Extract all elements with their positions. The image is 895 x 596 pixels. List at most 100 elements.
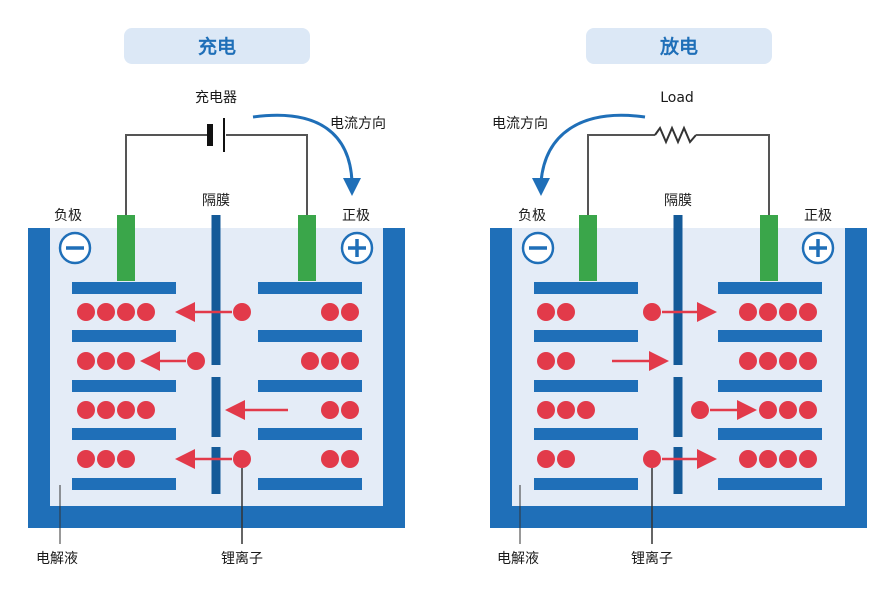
discharge-pos-plates: [718, 282, 822, 490]
plate: [534, 330, 638, 342]
lithium-ion: [117, 352, 135, 370]
discharge-pos-label: 正极: [804, 208, 832, 224]
lithium-ion: [577, 401, 595, 419]
plate: [72, 330, 176, 342]
lithium-ion: [759, 303, 777, 321]
lithium-ion: [321, 303, 339, 321]
lithium-ion: [137, 303, 155, 321]
charge-ion-label: 锂离子: [221, 550, 263, 567]
lithium-ion: [97, 450, 115, 468]
discharge-neg-terminal: [579, 215, 597, 281]
moving-ion: [233, 450, 251, 468]
lithium-ion: [759, 352, 777, 370]
lithium-ion: [557, 401, 575, 419]
lithium-ion: [97, 401, 115, 419]
lithium-ion: [341, 401, 359, 419]
discharge-title: 放电: [659, 35, 698, 58]
lithium-ion: [321, 401, 339, 419]
lithium-ion: [341, 352, 359, 370]
charge-electrolyte-label: 电解液: [36, 551, 78, 567]
discharge-panel: 放电 Load 电流方向 负极 隔膜 正极: [490, 28, 867, 567]
moving-ion: [643, 450, 661, 468]
lithium-ion: [97, 303, 115, 321]
lithium-ion: [117, 303, 135, 321]
lithium-ion: [779, 352, 797, 370]
charge-neg-terminal: [117, 215, 135, 281]
lithium-ion: [117, 450, 135, 468]
plate: [534, 282, 638, 294]
moving-ion: [187, 352, 205, 370]
charge-current-arrowhead: [343, 178, 361, 196]
charge-wire-left: [125, 134, 208, 215]
discharge-ions: [537, 302, 817, 469]
plate: [718, 380, 822, 392]
discharge-current-arrow: [539, 113, 646, 183]
plate: [534, 478, 638, 490]
discharge-pos-terminal: [760, 215, 778, 281]
lithium-ion: [739, 450, 757, 468]
lithium-ion: [301, 352, 319, 370]
plate: [718, 428, 822, 440]
lithium-ion: [537, 352, 555, 370]
discharge-electrolyte-label: 电解液: [497, 551, 539, 567]
lithium-ion: [537, 450, 555, 468]
lithium-ion: [759, 450, 777, 468]
discharge-current-label: 电流方向: [492, 116, 548, 132]
lithium-ion: [77, 352, 95, 370]
plate: [534, 380, 638, 392]
lithium-ion: [341, 450, 359, 468]
discharge-ion-label: 锂离子: [631, 550, 673, 567]
moving-ion: [691, 401, 709, 419]
load-label: Load: [660, 90, 694, 106]
discharge-wire-right: [696, 134, 770, 215]
charge-pos-plates: [258, 282, 362, 490]
plate: [718, 330, 822, 342]
lithium-ion: [779, 303, 797, 321]
plate: [718, 478, 822, 490]
charge-wire-right: [226, 134, 308, 215]
lithium-ion: [557, 450, 575, 468]
lithium-ion: [799, 450, 817, 468]
discharge-title-pill: [586, 28, 772, 64]
plate: [72, 282, 176, 294]
lithium-ion: [739, 352, 757, 370]
lithium-ion: [537, 401, 555, 419]
plate: [258, 478, 362, 490]
plate: [534, 428, 638, 440]
lithium-ion: [799, 303, 817, 321]
charge-current-arrow: [252, 113, 354, 183]
charge-panel: 充电 充电器 电流方向 负极 隔膜 正极: [28, 28, 405, 567]
lithium-ion: [321, 450, 339, 468]
lithium-ion: [117, 401, 135, 419]
plate: [258, 330, 362, 342]
plate: [72, 478, 176, 490]
lithium-ion: [557, 303, 575, 321]
lithium-ion: [97, 352, 115, 370]
load-resistor-icon: [654, 125, 697, 145]
discharge-neg-label: 负极: [518, 208, 546, 224]
lithium-ion: [77, 450, 95, 468]
charge-neg-plates: [72, 282, 176, 490]
moving-ion: [233, 303, 251, 321]
plate: [718, 282, 822, 294]
plate: [72, 380, 176, 392]
plate: [258, 380, 362, 392]
charger-label: 充电器: [195, 90, 237, 106]
plate: [72, 428, 176, 440]
lithium-ion: [77, 303, 95, 321]
discharge-neg-plates: [534, 282, 638, 490]
charge-title: 充电: [198, 35, 236, 58]
charge-sep-label: 隔膜: [202, 193, 230, 209]
lithium-ion: [779, 450, 797, 468]
charge-current-label: 电流方向: [330, 116, 386, 132]
lithium-ion: [537, 303, 555, 321]
charge-pos-terminal: [298, 215, 316, 281]
moving-ion: [643, 303, 661, 321]
charge-ions: [77, 302, 359, 469]
charge-neg-label: 负极: [54, 208, 82, 224]
lithium-ion: [799, 352, 817, 370]
lithium-ion: [759, 401, 777, 419]
charge-title-pill: [124, 28, 310, 64]
